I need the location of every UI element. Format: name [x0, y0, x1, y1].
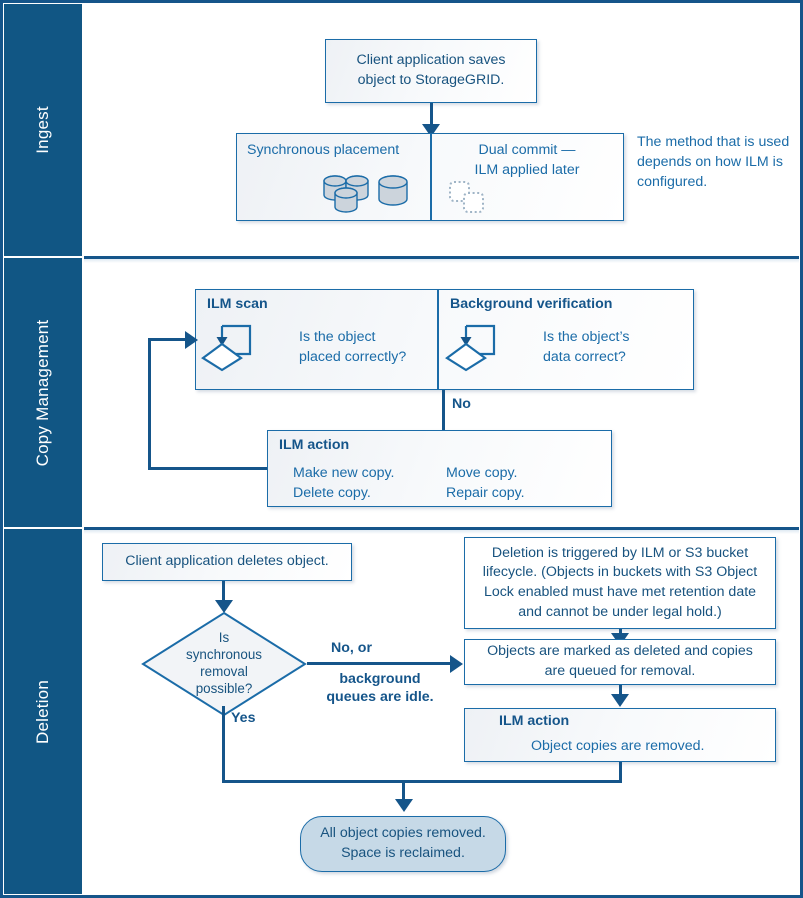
trigger-to-marked-line — [618, 629, 622, 636]
marked-to-ilm-line — [618, 685, 622, 698]
verify-loop-decision-icon — [444, 316, 506, 377]
loop-bottom-line — [148, 467, 267, 470]
loop-vertical-line — [148, 338, 151, 470]
deletion-trigger-text: Deletion is triggered by ILM or S3 bucke… — [482, 544, 758, 620]
no-branch-label-line2: background queues are idle. — [326, 671, 434, 706]
terminator-join-line — [222, 780, 621, 783]
ilm-action-body-deletion: Object copies are removed. — [531, 738, 705, 754]
ingest-methods-divider — [430, 134, 432, 220]
ilm-scan-question: Is the object placed correctly? — [299, 329, 407, 366]
marked-to-ilm-arrow-icon — [611, 694, 629, 707]
synchronous-removal-decision: Is synchronous removal possible? — [141, 611, 307, 717]
ingest-note: The method that is used depends on how I… — [637, 134, 790, 191]
band-ingest-label: Ingest — [33, 106, 52, 154]
client-delete-box: Client application deletes object. — [102, 543, 352, 581]
storage-cylinders-icon — [322, 172, 410, 219]
dashed-object-copies-icon — [448, 180, 494, 221]
band-deletion-label: Deletion — [33, 679, 52, 744]
ingest-start-box: Client application saves object to Stora… — [325, 39, 537, 103]
objects-marked-box: Objects are marked as deleted and copies… — [464, 639, 776, 685]
background-verification-question: Is the object’s data correct? — [543, 329, 630, 366]
no-branch-arrow-icon — [450, 655, 463, 673]
objects-marked-text: Objects are marked as deleted and copies… — [487, 643, 753, 679]
delete-to-decision-line — [222, 581, 225, 603]
synchronous-removal-decision-text: Is synchronous removal possible? — [186, 630, 262, 696]
yes-branch-vertical-line — [222, 706, 225, 782]
ilm-scan-title: ILM scan — [207, 296, 268, 312]
ingest-connector-line — [429, 103, 433, 126]
band-deletion: Deletion — [4, 529, 82, 894]
ilm-action-box-copy — [267, 430, 612, 507]
separator-copy-deletion — [84, 527, 799, 530]
no-branch-label-line1: No, or — [331, 640, 372, 656]
terminator-text: All object copies removed. Space is recl… — [320, 825, 486, 861]
band-copy-management: Copy Management — [4, 258, 82, 529]
dual-commit-title: Dual commit — ILM applied later — [474, 142, 580, 179]
delete-to-decision-arrow-icon — [214, 600, 233, 613]
terminator-box: All object copies removed. Space is recl… — [300, 816, 506, 872]
deletion-trigger-box: Deletion is triggered by ILM or S3 bucke… — [464, 537, 776, 629]
separator-ingest-copy-shadow — [84, 259, 799, 263]
ilm-action-down-line — [618, 762, 622, 783]
ilm-action-col2: Move copy. Repair copy. — [446, 465, 525, 502]
scan-loop-decision-icon — [200, 316, 262, 377]
yes-branch-label: Yes — [231, 710, 256, 726]
scan-verification-divider — [437, 290, 439, 389]
band-copy-management-label: Copy Management — [33, 319, 52, 466]
no-branch-line — [307, 662, 455, 665]
ilm-action-title-deletion: ILM action — [499, 713, 570, 729]
client-delete-text: Client application deletes object. — [125, 553, 329, 570]
ingest-start-text: Client application saves object to Stora… — [356, 52, 506, 88]
background-verification-title: Background verification — [450, 296, 613, 312]
ilm-action-col1: Make new copy. Delete copy. — [293, 465, 395, 502]
synchronous-placement-title: Synchronous placement — [247, 142, 400, 158]
band-ingest: Ingest — [4, 4, 82, 258]
ilm-action-title-copy: ILM action — [279, 437, 350, 453]
loop-arrow-icon — [185, 330, 198, 349]
separator-ingest-copy — [84, 256, 799, 259]
separator-copy-deletion-shadow — [84, 530, 799, 534]
terminator-arrow-icon — [394, 799, 413, 812]
scan-verification-box — [195, 289, 694, 390]
loop-top-line — [148, 338, 190, 341]
ilm-action-box-deletion — [464, 708, 776, 762]
terminator-drop-line — [402, 780, 405, 802]
no-connector-line — [442, 390, 445, 433]
no-label-copy-management: No — [452, 396, 471, 412]
